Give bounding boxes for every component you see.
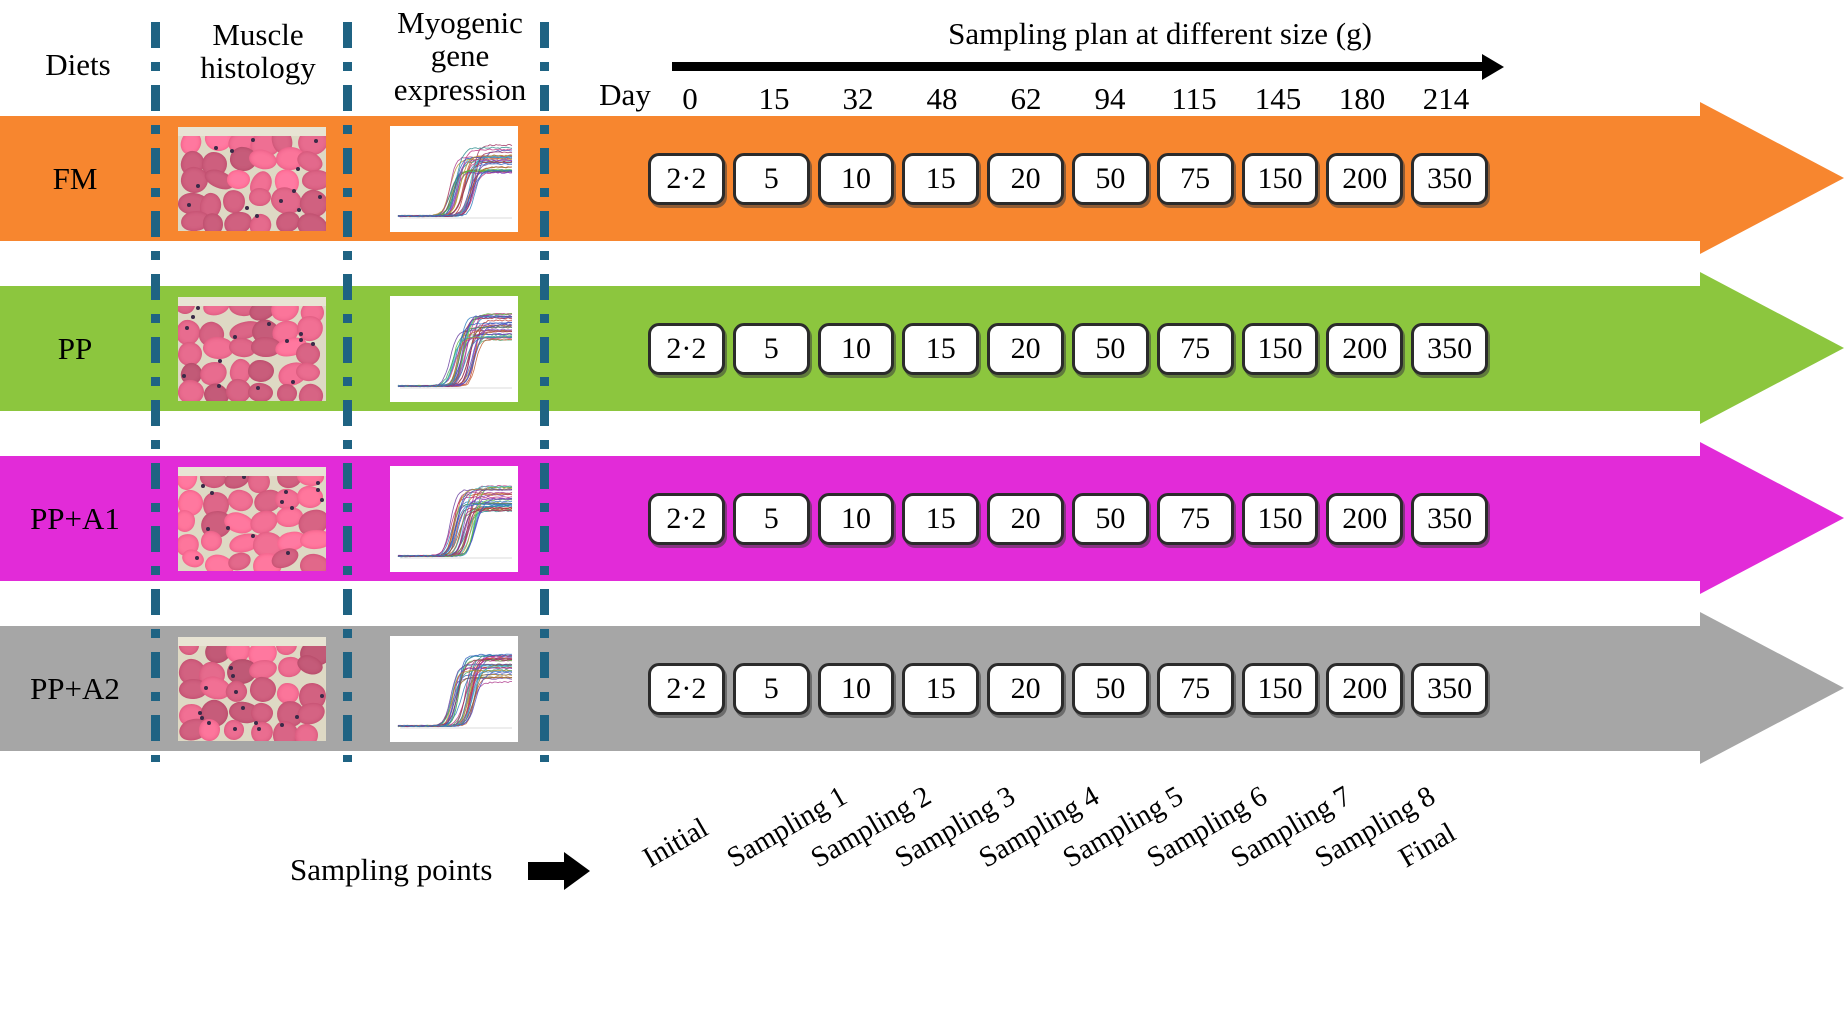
size-chip: 15 <box>902 492 980 545</box>
size-chip: 350 <box>1411 492 1488 545</box>
sampling-point: Sampling 4 <box>974 780 1105 990</box>
size-chip: 75 <box>1156 322 1234 375</box>
size-chip: 15 <box>902 662 980 715</box>
day-axis-ticks: 0 15 32 48 62 94 115 145 180 214 <box>648 82 1488 118</box>
muscle-histology-image <box>178 126 326 231</box>
size-chip: 5 <box>732 152 810 205</box>
column-header-diets: Diets <box>45 47 111 82</box>
size-chip-row: 2·2 5 10 15 20 50 75 150 200 350 <box>648 322 1488 375</box>
day-tick: 48 <box>926 81 958 116</box>
muscle-histology-image <box>178 466 326 571</box>
sampling-point: Final <box>1394 800 1488 990</box>
size-chip: 2·2 <box>648 662 725 715</box>
day-tick: 145 <box>1254 81 1302 116</box>
muscle-histology-image <box>178 296 326 401</box>
day-tick: 180 <box>1338 81 1386 116</box>
size-chip: 200 <box>1326 662 1404 715</box>
day-tick: 32 <box>842 81 874 116</box>
qpcr-amplification-plot <box>390 125 518 232</box>
diet-row-pp: PP 2·2 5 10 15 20 50 75 150 200 350 <box>0 272 1844 424</box>
size-chip-row: 2·2 5 10 15 20 50 75 150 200 350 <box>648 662 1488 715</box>
size-chip: 5 <box>732 322 810 375</box>
diet-label: PP+A1 <box>30 500 120 536</box>
size-chip: 75 <box>1156 662 1234 715</box>
size-chip: 50 <box>1071 662 1149 715</box>
size-chip: 15 <box>902 322 980 375</box>
size-chip: 150 <box>1241 492 1319 545</box>
sampling-plan-title: Sampling plan at different size (g) <box>948 16 1372 51</box>
sampling-points-label: Sampling points <box>290 852 493 887</box>
diet-row-pp-a1: PP+A1 2·2 5 10 15 20 50 75 150 200 350 <box>0 442 1844 594</box>
right-arrow-icon <box>672 62 1484 71</box>
column-header-muscle-histology: Muscle histology <box>200 17 316 86</box>
day-tick: 115 <box>1171 81 1217 116</box>
day-tick: 15 <box>758 81 790 116</box>
qpcr-amplification-plot <box>390 465 518 572</box>
size-chip: 10 <box>817 662 895 715</box>
size-chip: 75 <box>1156 152 1234 205</box>
size-chip: 20 <box>987 492 1064 545</box>
diet-band-arrow-tip <box>1700 102 1844 254</box>
qpcr-amplification-plot <box>390 635 518 742</box>
size-chip: 20 <box>987 662 1064 715</box>
day-tick: 94 <box>1094 81 1126 116</box>
diet-band-arrow-tip <box>1700 442 1844 594</box>
sampling-point-label-row: Initial Sampling 1 Sampling 2 Sampling 3… <box>638 780 1488 990</box>
column-separator-1 <box>151 22 160 762</box>
sampling-point: Sampling 5 <box>1058 780 1189 990</box>
diet-row-fm: FM 2·2 5 10 15 20 50 75 150 200 350 <box>0 102 1844 254</box>
size-chip: 50 <box>1071 322 1149 375</box>
sampling-point: Sampling 2 <box>806 780 937 990</box>
size-chip: 50 <box>1071 492 1149 545</box>
diet-band-arrow-tip <box>1700 272 1844 424</box>
column-header-myogenic-gene-expression: Myogenic gene expression <box>393 5 527 107</box>
column-separator-2 <box>343 22 352 762</box>
sampling-point: Sampling 7 <box>1226 780 1357 990</box>
diet-band-arrow-tip <box>1700 612 1844 764</box>
day-tick: 214 <box>1422 81 1470 116</box>
sampling-point: Sampling 1 <box>722 780 853 990</box>
size-chip-row: 2·2 5 10 15 20 50 75 150 200 350 <box>648 492 1488 545</box>
size-chip: 350 <box>1411 322 1488 375</box>
size-chip: 5 <box>732 662 810 715</box>
muscle-histology-image <box>178 636 326 741</box>
size-chip: 20 <box>987 152 1064 205</box>
size-chip: 2·2 <box>648 152 725 205</box>
size-chip-row: 2·2 5 10 15 20 50 75 150 200 350 <box>648 152 1488 205</box>
black-right-arrow-icon <box>528 862 566 880</box>
size-chip: 350 <box>1411 152 1488 205</box>
size-chip: 200 <box>1326 322 1404 375</box>
diet-label: PP+A2 <box>30 670 120 706</box>
size-chip: 2·2 <box>648 492 725 545</box>
size-chip: 10 <box>817 492 895 545</box>
size-chip: 200 <box>1326 492 1404 545</box>
size-chip: 350 <box>1411 662 1488 715</box>
column-separator-3 <box>540 22 549 762</box>
size-chip: 2·2 <box>648 322 725 375</box>
sampling-point: Sampling 3 <box>890 780 1021 990</box>
day-tick: 62 <box>1010 81 1042 116</box>
size-chip: 150 <box>1241 152 1319 205</box>
column-header-day: Day <box>599 77 651 112</box>
size-chip: 50 <box>1071 152 1149 205</box>
sampling-point-label: Initial <box>637 811 714 875</box>
size-chip: 150 <box>1241 662 1319 715</box>
size-chip: 20 <box>987 322 1064 375</box>
diet-label: PP <box>57 330 93 366</box>
sampling-point: Sampling 8 <box>1310 780 1441 990</box>
sampling-point: Initial <box>638 800 732 990</box>
sampling-point: Sampling 6 <box>1142 780 1273 990</box>
size-chip: 15 <box>902 152 980 205</box>
qpcr-amplification-plot <box>390 295 518 402</box>
size-chip: 10 <box>817 322 895 375</box>
size-chip: 150 <box>1241 322 1319 375</box>
diet-row-pp-a2: PP+A2 2·2 5 10 15 20 50 75 150 200 350 <box>0 612 1844 764</box>
size-chip: 5 <box>732 492 810 545</box>
size-chip: 10 <box>817 152 895 205</box>
size-chip: 200 <box>1326 152 1404 205</box>
day-tick: 0 <box>682 81 698 116</box>
size-chip: 75 <box>1156 492 1234 545</box>
sampling-point-label: Final <box>1393 816 1462 875</box>
diet-label: FM <box>52 160 98 196</box>
